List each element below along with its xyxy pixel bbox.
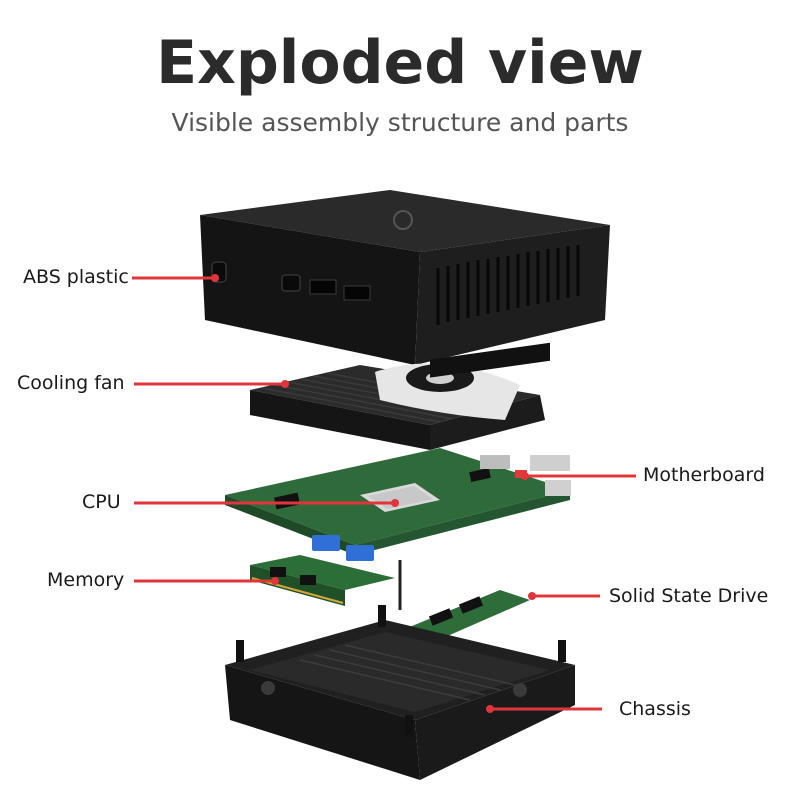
callout-chassis: Chassis: [619, 698, 691, 720]
callout-memory: Memory: [47, 569, 125, 591]
motherboard: [225, 448, 571, 610]
callout-ssd: Solid State Drive: [609, 585, 769, 607]
callout-cooling-fan: Cooling fan: [17, 372, 125, 394]
chassis: [225, 605, 575, 780]
page-subtitle: Visible assembly structure and parts: [171, 108, 629, 137]
callout-motherboard: Motherboard: [643, 464, 765, 486]
callout-cpu: CPU: [82, 491, 121, 513]
callout-abs-plastic: ABS plastic: [23, 266, 129, 288]
top-case: [200, 190, 610, 365]
cooling-fan-assembly: [250, 342, 550, 450]
page-title: Exploded view: [156, 28, 644, 98]
callout-lines: [132, 274, 636, 713]
